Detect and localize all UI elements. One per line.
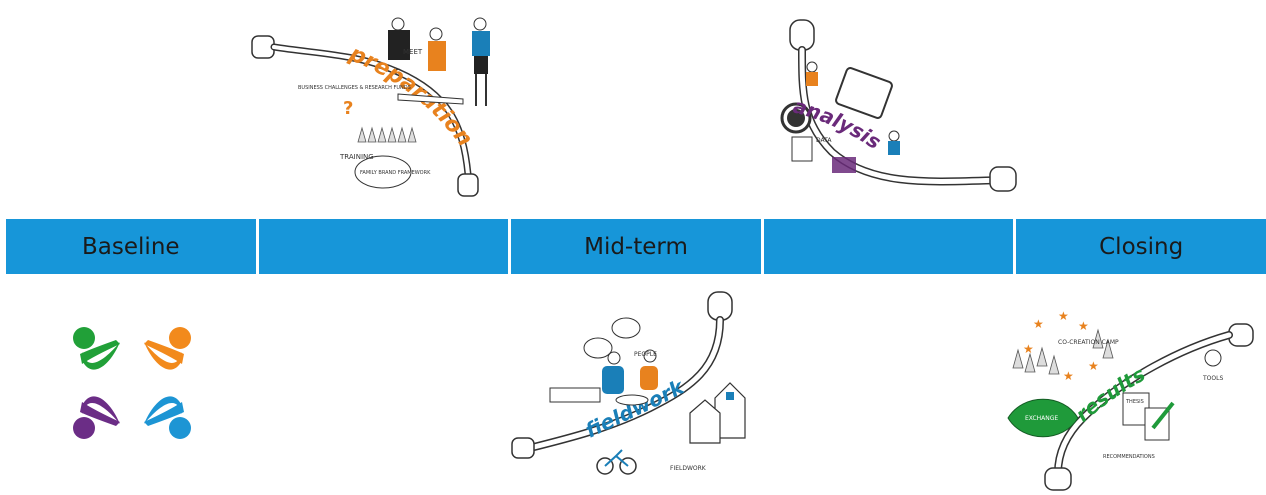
svg-text:★: ★	[1088, 359, 1099, 373]
plug-cable-icon: preparation MEET BUSINESS CHALLENGES & R…	[251, 17, 490, 197]
plug-cable-icon: fieldwork PEOPLE FIELDWORK	[511, 291, 746, 475]
baseline-logo	[68, 320, 196, 446]
timeline-bar: Baseline Mid-term Closing	[6, 219, 1266, 274]
svg-text:?: ?	[343, 98, 353, 119]
svg-text:★: ★	[1023, 342, 1034, 356]
svg-text:DATA: DATA	[816, 137, 832, 144]
svg-text:BUSINESS CHALLENGES & RESEARCH: BUSINESS CHALLENGES & RESEARCH FUNDS	[298, 85, 411, 91]
svg-text:fieldwork: fieldwork	[581, 374, 689, 443]
svg-text:RECOMMENDATIONS: RECOMMENDATIONS	[1103, 454, 1155, 460]
phase-baseline: Baseline	[6, 219, 256, 274]
svg-text:★: ★	[1033, 317, 1044, 331]
plug-cable-icon: results ★★ ★★ ★★ CO-CREATION CAMP EXCHAN…	[1007, 309, 1254, 491]
svg-text:★: ★	[1058, 309, 1069, 323]
svg-text:FIELDWORK: FIELDWORK	[670, 465, 707, 472]
phase-spacer-1	[258, 219, 509, 274]
svg-text:TRAINING: TRAINING	[339, 153, 374, 161]
phase-label: Closing	[1099, 233, 1184, 260]
analysis-illustration: analysis DATA	[772, 12, 1022, 202]
phase-label: Mid-term	[584, 233, 688, 260]
people-circle-logo-icon	[73, 327, 191, 439]
svg-text:★: ★	[1063, 369, 1074, 383]
svg-text:TOOLS: TOOLS	[1202, 375, 1223, 382]
svg-text:PEOPLE: PEOPLE	[634, 351, 657, 358]
svg-text:EXCHANGE: EXCHANGE	[1025, 415, 1058, 422]
svg-text:★: ★	[1078, 319, 1089, 333]
svg-text:THESIS: THESIS	[1125, 399, 1144, 405]
phase-closing: Closing	[1016, 219, 1266, 274]
fieldwork-illustration: fieldwork PEOPLE FIELDWORK	[510, 288, 765, 483]
svg-text:MEET: MEET	[403, 48, 423, 56]
svg-text:FAMILY BRAND FRAMEWORK: FAMILY BRAND FRAMEWORK	[360, 170, 431, 176]
phase-mid-term: Mid-term	[511, 219, 761, 274]
preparation-illustration: preparation MEET BUSINESS CHALLENGES & R…	[248, 14, 498, 204]
phase-spacer-2	[763, 219, 1014, 274]
svg-text:CO-CREATION CAMP: CO-CREATION CAMP	[1058, 339, 1119, 346]
results-illustration: results ★★ ★★ ★★ CO-CREATION CAMP EXCHAN…	[1003, 308, 1258, 493]
plug-cable-icon: analysis DATA	[780, 19, 1017, 192]
phase-label: Baseline	[82, 233, 180, 260]
